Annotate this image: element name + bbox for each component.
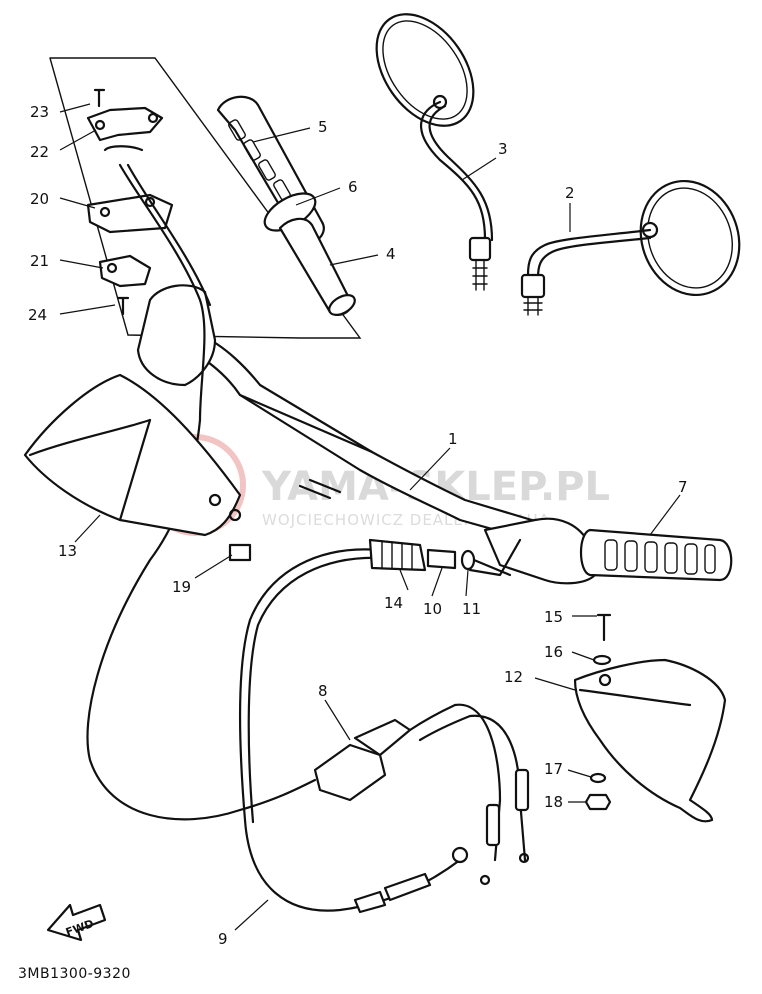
grip-left <box>579 528 733 582</box>
callout-15: 15 <box>544 608 563 626</box>
hand-guard-left <box>573 613 727 823</box>
mirror-left <box>520 179 741 316</box>
cable-end-22 <box>103 145 144 152</box>
screw-23 <box>93 88 106 108</box>
callout-20: 20 <box>30 190 49 208</box>
callout-16: 16 <box>544 643 563 661</box>
nut-18 <box>584 793 612 811</box>
washer-16 <box>592 654 612 666</box>
left-switch-housing <box>468 517 597 585</box>
callout-19: 19 <box>172 578 191 596</box>
housing-cover <box>86 106 164 142</box>
callout-6: 6 <box>348 178 358 196</box>
callout-4: 4 <box>386 245 396 263</box>
callout-labels: 23 22 20 21 24 5 6 4 3 2 1 7 13 19 14 10… <box>28 103 688 948</box>
throttle-housing <box>86 88 217 387</box>
callout-11: 11 <box>462 600 481 618</box>
callout-12: 12 <box>504 668 523 686</box>
callout-13: 13 <box>58 542 77 560</box>
housing-lower <box>98 254 152 288</box>
callout-18: 18 <box>544 793 563 811</box>
callout-8: 8 <box>318 682 328 700</box>
callout-10: 10 <box>423 600 442 618</box>
callout-7: 7 <box>678 478 688 496</box>
callout-22: 22 <box>30 143 49 161</box>
inset-outline <box>49 57 362 339</box>
cable-adjuster-assembly <box>368 538 512 577</box>
screw-15 <box>596 613 612 642</box>
leader-lines <box>59 103 681 931</box>
cable-parallel <box>126 163 212 307</box>
throttle-cable <box>238 548 469 914</box>
callout-1: 1 <box>448 430 458 448</box>
callout-14: 14 <box>384 594 403 612</box>
grommet-19 <box>228 543 252 562</box>
hand-guard-right <box>23 373 252 562</box>
callout-23: 23 <box>30 103 49 121</box>
callout-2: 2 <box>565 184 575 202</box>
connector <box>238 703 530 886</box>
fwd-arrow-icon: FWD <box>46 903 107 942</box>
callout-17: 17 <box>544 760 563 778</box>
screw-24 <box>116 296 130 316</box>
throttle-grip-parts <box>216 95 356 316</box>
callout-24: 24 <box>28 306 47 324</box>
mirror-right <box>375 13 494 291</box>
diagram-code: 3MB1300-9320 <box>18 966 131 982</box>
callout-21: 21 <box>30 252 49 270</box>
callout-3: 3 <box>498 140 508 158</box>
callout-5: 5 <box>318 118 328 136</box>
callout-9: 9 <box>218 930 228 948</box>
washer-17 <box>589 772 607 784</box>
